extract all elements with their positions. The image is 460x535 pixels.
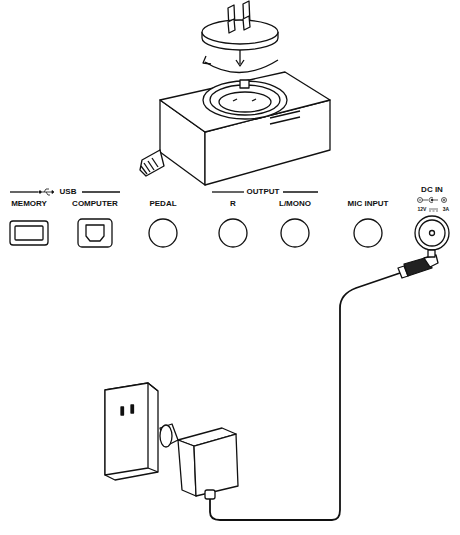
rotate-arrow [203, 50, 278, 73]
panel-label: R [229, 200, 237, 208]
power-adapter [160, 424, 238, 499]
dc-polarity-symbol [418, 198, 447, 203]
panel-label: OUTPUT [246, 188, 281, 196]
panel-label: 3A [442, 207, 450, 212]
adapter-body [140, 72, 330, 185]
dc-plug [398, 250, 438, 278]
panel-label: COMPUTER [71, 200, 119, 208]
panel-label: PEDAL [148, 200, 177, 208]
panel-label: MIC INPUT [347, 200, 390, 208]
panel-label: USB [59, 188, 78, 196]
panel-label: MEMORY [10, 200, 48, 208]
wall-socket [105, 383, 158, 480]
panel-label: 12V [417, 207, 428, 212]
dc-symbol [429, 209, 438, 211]
panel-jacks [10, 216, 449, 250]
plug-head [202, 1, 278, 50]
power-cable [210, 273, 400, 520]
panel-label: DC IN [420, 186, 444, 194]
usb-symbol [39, 189, 54, 195]
panel-label: L/MONO [278, 200, 312, 208]
